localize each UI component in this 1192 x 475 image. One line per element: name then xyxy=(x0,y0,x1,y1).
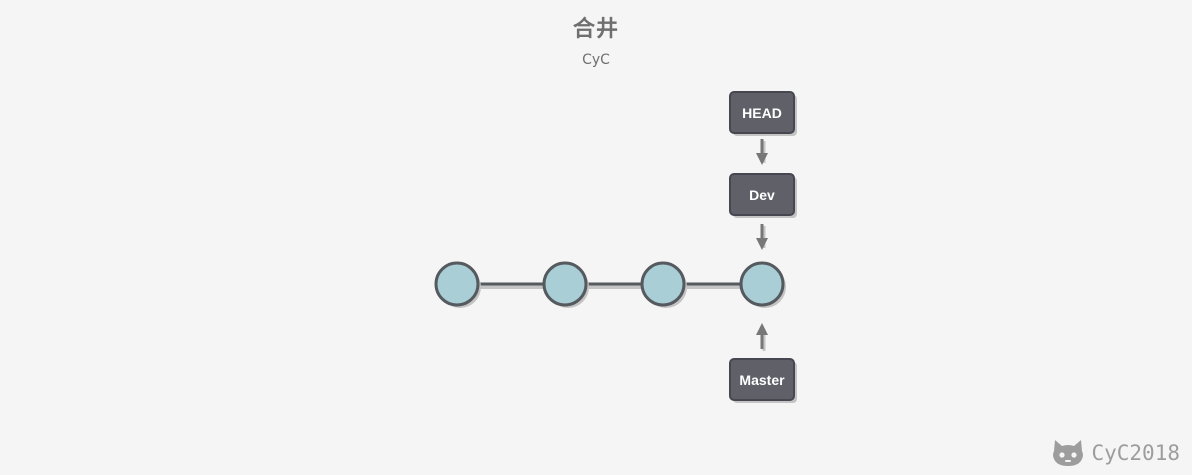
master-branch-box: Master xyxy=(729,358,797,403)
dev-branch-box: Dev xyxy=(729,173,797,218)
cat-logo-icon xyxy=(1053,440,1084,466)
arrow-head-to-dev xyxy=(756,139,768,165)
head-label: HEAD xyxy=(742,105,782,121)
diagram-subtitle: CyC xyxy=(582,52,610,68)
arrow-master-to-commit xyxy=(756,323,768,351)
watermark: CyC2018 xyxy=(1051,437,1180,469)
dev-label: Dev xyxy=(749,187,775,203)
watermark-text: CyC2018 xyxy=(1091,441,1180,465)
commit-node xyxy=(542,261,589,308)
head-pointer-box: HEAD xyxy=(729,91,797,136)
commit-node xyxy=(739,261,786,308)
master-label: Master xyxy=(739,372,785,388)
diagram-title: 合井 xyxy=(572,17,619,42)
commit-node xyxy=(640,261,687,308)
commit-node xyxy=(434,261,481,308)
arrow-dev-to-commit xyxy=(756,224,768,250)
